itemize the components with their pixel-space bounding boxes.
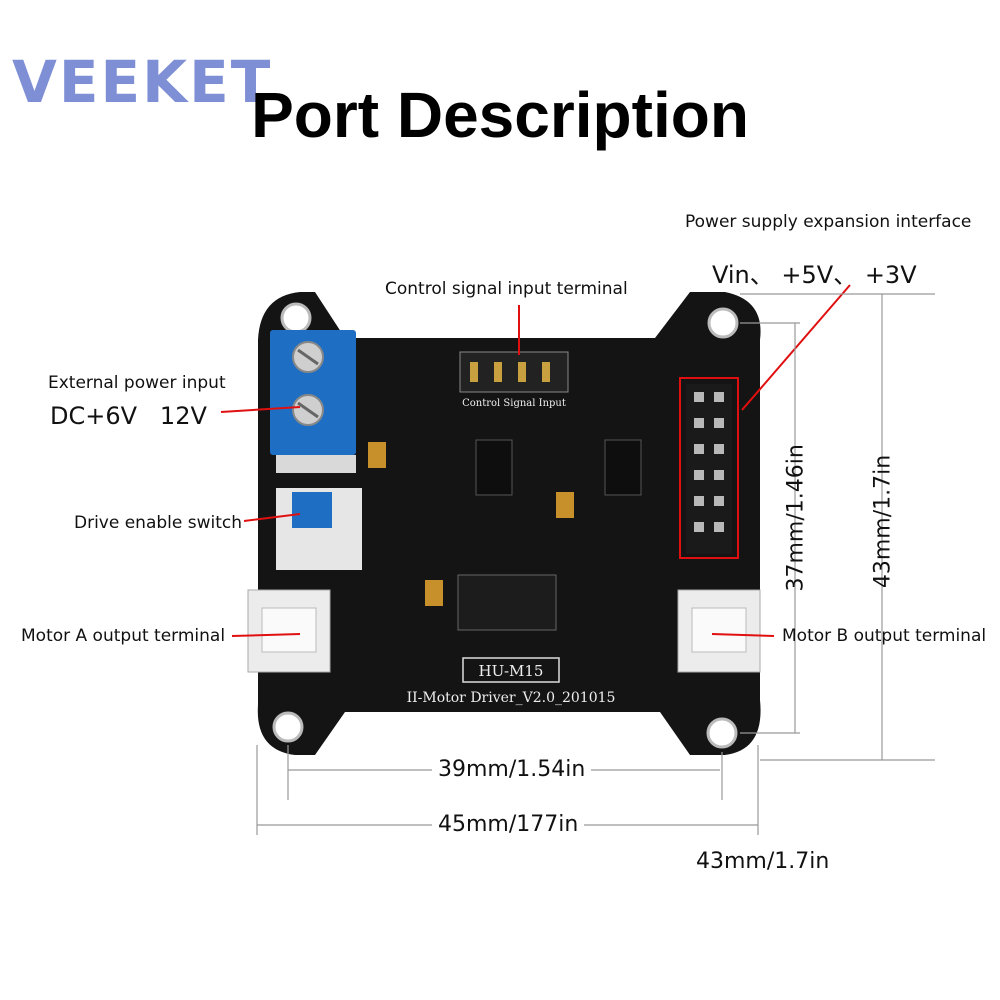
control-signal-label: Control signal input terminal xyxy=(385,279,628,299)
mount-hole-br xyxy=(706,717,738,749)
motor-a-label: Motor A output terminal xyxy=(21,626,226,646)
regulator-u1 xyxy=(475,439,513,496)
driver-chip-u3 xyxy=(457,574,557,631)
page-title: Port Description xyxy=(251,79,749,151)
enable-switch-knob xyxy=(292,492,332,528)
inner-width-dimension: 39mm/1.54in xyxy=(432,757,592,782)
brand-logo: VEEKET xyxy=(12,48,273,116)
power-expansion-label: Power supply expansion interface xyxy=(685,212,972,232)
board-name-label: II-Motor Driver_V2.0_201015 xyxy=(407,690,616,706)
expansion-highlight xyxy=(679,377,739,559)
outer-height-dimension: 43mm/1.7in xyxy=(870,454,896,589)
mount-hole-bl xyxy=(272,711,304,743)
external-power-label: External power input xyxy=(48,373,226,393)
inner-height-dimension: 37mm/1.46in xyxy=(783,444,809,592)
header-silk-label: Control Signal Input xyxy=(462,398,566,409)
power-expansion-pins: Vin、 +5V、 +3V xyxy=(712,261,917,289)
callout-leaders xyxy=(220,284,851,637)
power-expansion-header xyxy=(686,384,732,554)
regulator-u2 xyxy=(604,439,642,496)
external-power-range: DC+6V 12V xyxy=(50,402,207,430)
board-model-label: HU-M15 xyxy=(479,662,544,680)
power-terminal-block xyxy=(270,330,356,455)
pcb-board xyxy=(257,292,761,755)
mount-hole-tl xyxy=(280,302,312,334)
mount-hole-tr xyxy=(707,307,739,339)
drive-enable-label: Drive enable switch xyxy=(74,513,243,533)
outer-width-dimension: 45mm/177in xyxy=(432,812,585,837)
motor-b-label: Motor B output terminal xyxy=(782,626,987,646)
depth-dimension: 43mm/1.7in xyxy=(696,849,830,874)
